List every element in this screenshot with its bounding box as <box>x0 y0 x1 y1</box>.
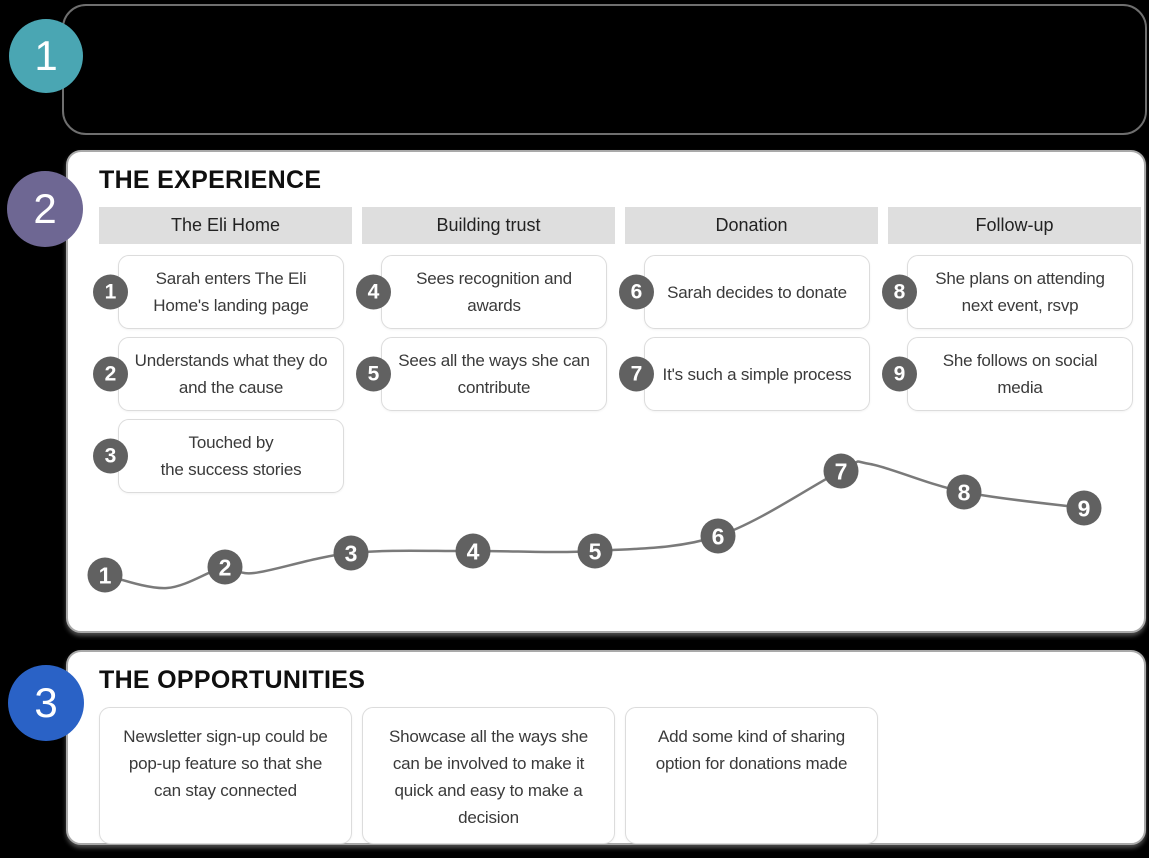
section-3-marker: 3 <box>8 665 84 741</box>
experience-card-8-text: She plans on attending next event, rsvp <box>935 269 1105 315</box>
journey-dot-7 <box>823 453 859 489</box>
experience-card-1: 1 Sarah enters The Eli Home's landing pa… <box>93 255 344 329</box>
step-badge-3: 3 <box>93 438 128 474</box>
journey-dot-label-5: 5 <box>589 538 602 564</box>
journey-dot-label-3: 3 <box>345 540 358 566</box>
step-badge-5: 5 <box>356 356 391 392</box>
experience-card-6: 6 Sarah decides to donate <box>619 255 870 329</box>
journey-dot-5 <box>577 533 613 569</box>
column-header-follow-up: Follow-up <box>888 207 1141 244</box>
section-1-marker: 1 <box>9 19 83 93</box>
opportunity-card-2: Showcase all the ways she can be involve… <box>362 707 615 844</box>
experience-card-3-text: Touched by the success stories <box>160 433 302 479</box>
journey-dot-label-7: 7 <box>835 458 848 484</box>
opportunity-card-1-text: Newsletter sign-up could be pop-up featu… <box>123 727 328 800</box>
step-badge-6: 6 <box>619 274 654 310</box>
experience-section: THE EXPERIENCE The Eli Home Building tru… <box>66 150 1146 633</box>
section-2-marker: 2 <box>7 171 83 247</box>
step-badge-2: 2 <box>93 356 128 392</box>
step-badge-8: 8 <box>882 274 917 310</box>
journey-dot-label-8: 8 <box>958 479 971 505</box>
experience-card-1-text: Sarah enters The Eli Home's landing page <box>153 269 309 315</box>
journey-line <box>104 460 1085 590</box>
persona-section-redacted <box>62 4 1147 135</box>
experience-card-5: 5 Sees all the ways she can contribute <box>356 337 607 411</box>
journey-dot-label-9: 9 <box>1078 495 1091 521</box>
journey-dot-4 <box>455 533 491 569</box>
journey-dot-1 <box>87 557 123 593</box>
opportunities-section: THE OPPORTUNITIES Newsletter sign-up cou… <box>66 650 1146 845</box>
experience-card-7-text: It's such a simple process <box>662 364 852 384</box>
column-header-donation: Donation <box>625 207 878 244</box>
journey-dot-label-1: 1 <box>99 562 112 588</box>
step-badge-7: 7 <box>619 356 654 392</box>
experience-card-6-text: Sarah decides to donate <box>667 282 847 302</box>
experience-card-3: 3 Touched by the success stories <box>93 419 344 493</box>
opportunity-card-1: Newsletter sign-up could be pop-up featu… <box>99 707 352 844</box>
journey-dot-label-6: 6 <box>712 523 725 549</box>
opportunity-card-2-text: Showcase all the ways she can be involve… <box>388 727 589 827</box>
journey-dot-3 <box>333 535 369 571</box>
journey-dots: 1 2 3 4 5 6 7 8 9 <box>87 453 1102 593</box>
column-header-eli-home: The Eli Home <box>99 207 352 244</box>
opportunity-card-3-text: Add some kind of sharing option for dona… <box>655 727 848 773</box>
experience-card-5-text: Sees all the ways she can contribute <box>398 351 590 397</box>
step-badge-9: 9 <box>882 356 917 392</box>
experience-card-7: 7 It's such a simple process <box>619 337 870 411</box>
column-header-building-trust: Building trust <box>362 207 615 244</box>
experience-card-9: 9 She follows on social media <box>882 337 1133 411</box>
experience-card-4: 4 Sees recognition and awards <box>356 255 607 329</box>
journey-dot-9 <box>1066 490 1102 526</box>
journey-dot-6 <box>700 518 736 554</box>
opportunity-card-3: Add some kind of sharing option for dona… <box>625 707 878 844</box>
step-badge-1: 1 <box>93 274 128 310</box>
journey-dot-8 <box>946 474 982 510</box>
journey-dot-label-4: 4 <box>467 538 480 564</box>
experience-card-2: 2 Understands what they do and the cause <box>93 337 344 411</box>
experience-card-4-text: Sees recognition and awards <box>416 269 572 315</box>
opportunities-title: THE OPPORTUNITIES <box>99 666 366 694</box>
journey-curve: 1 2 3 4 5 6 7 8 9 <box>87 453 1102 593</box>
experience-card-2-text: Understands what they do and the cause <box>134 351 328 397</box>
experience-title: THE EXPERIENCE <box>99 166 322 194</box>
experience-card-9-text: She follows on social media <box>942 351 1098 397</box>
journey-dot-2 <box>207 549 243 585</box>
journey-dot-label-2: 2 <box>219 554 232 580</box>
step-badge-4: 4 <box>356 274 391 310</box>
experience-card-8: 8 She plans on attending next event, rsv… <box>882 255 1133 329</box>
